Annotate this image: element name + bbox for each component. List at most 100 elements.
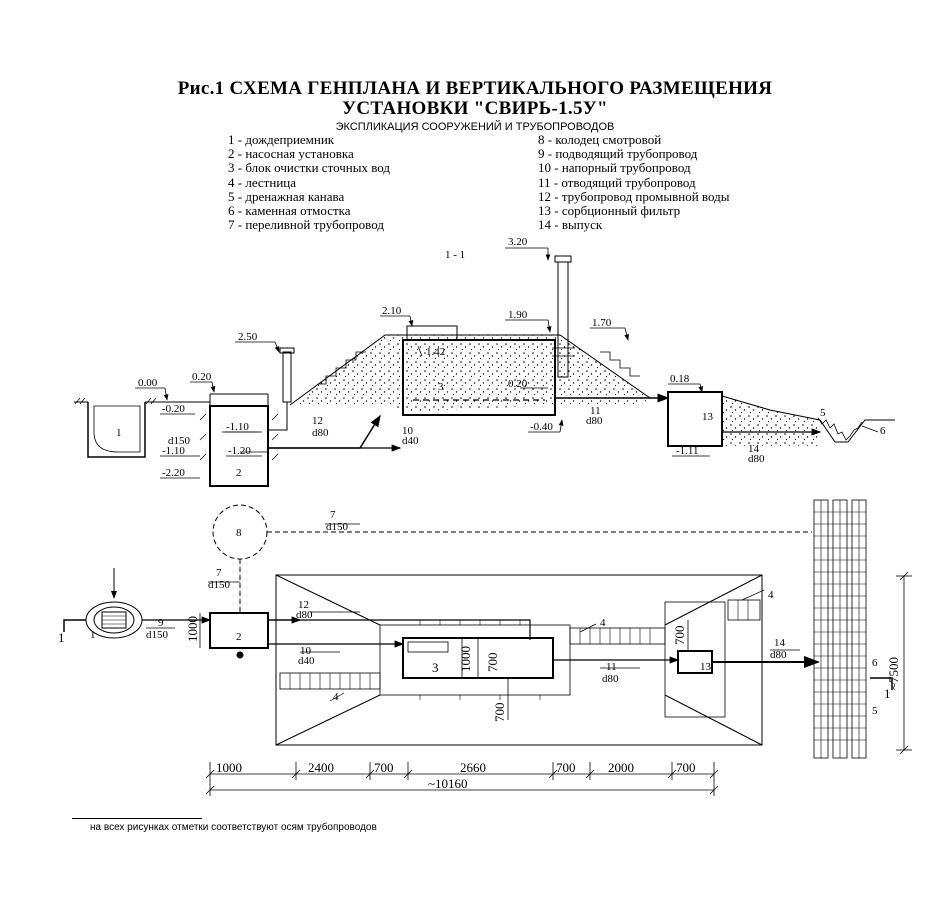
plan-pipe-12: 12 [298,599,309,611]
elev-0-20-pump: 0.20 [192,371,212,383]
plan-cut-left: 1 [58,630,65,645]
legend-item-left-4: 5 - дренажная канава [228,188,345,204]
legend-item-right-2: 10 - напорный трубопровод [538,160,691,176]
section-item-3: 3 [438,381,444,393]
elev-1-70: 1.70 [592,317,612,329]
elev-2-50: 2.50 [238,331,258,343]
plan-pipe-7-left-d: d150 [208,579,231,591]
elev-minus-0-40: -0.40 [530,421,553,433]
plan-dim-bottom-700: 700 [492,703,507,723]
section-item-13: 13 [702,411,714,423]
plan-item-4-left: 4 [333,691,339,703]
sec-pipe-10: 10 [402,425,414,437]
plan-pipe-10: 10 [300,645,312,657]
section-item-6: 6 [880,425,886,437]
legend-item-right-1: 9 - подводящий трубопровод [538,146,698,162]
elev-0-00: 0.00 [138,377,158,389]
plan-item-4-right: 4 [768,589,774,601]
dim-700-a: 700 [374,760,394,775]
plan-pipe-12-d: d80 [296,609,313,621]
legend-item-right-6: 14 - выпуск [538,217,603,233]
sec-pipe-14: 14 [748,443,760,455]
sec-pipe-10-d: d40 [402,435,419,447]
legend-item-left-6: 7 - переливной трубопровод [228,217,384,233]
section-view: 1 - 1 1 2 [74,249,895,487]
legend-item-left-3: 4 - лестница [228,174,297,190]
plan-item-13: 13 [700,661,712,673]
elev-0-18: 0.18 [670,373,690,385]
footnote: на всех рисунках отметки соответствуют о… [90,822,377,833]
bottom-dimension-chain [205,571,912,796]
sec-pipe-14-d: d80 [748,453,765,465]
plan-pipe-7-left: 7 [216,567,222,579]
plan-dim-pump-1000: 1000 [185,616,200,642]
legend-item-right-5: 13 - сорбционный фильтр [538,203,681,219]
plan-dim-block-1000: 1000 [458,646,473,672]
legend-item-left-1: 2 - насосная установка [228,146,354,162]
plan-item-2: 2 [236,631,242,643]
dim-700-c: 700 [676,760,696,775]
dim-2000: 2000 [608,760,634,775]
plan-pipe-11-d: d80 [602,673,619,685]
section-item-2: 2 [236,467,242,479]
plan-pipe-9-d: d150 [146,629,169,641]
dim-2660: 2660 [460,760,486,775]
dim-2400: 2400 [308,760,334,775]
legend-item-left-2: 3 - блок очистки сточных вод [228,160,391,176]
dim-1000: 1000 [216,760,242,775]
elev-1-90: 1.90 [508,309,528,321]
elev-minus-2-20: -2.20 [162,467,185,479]
plan-item-4-middle: 4 [600,617,606,629]
dim-right-total: ~7500 [886,657,901,690]
footnote-rule [72,818,202,819]
dim-total: ~10160 [428,776,468,791]
plan-item-1: 1 [90,629,96,641]
section-elevation-texts: 3.20 2.50 2.10 1.90 1.70 1.42 0.20 0.20 … [138,236,699,479]
legend-item-right-3: 11 - отводящий трубопровод [538,174,696,190]
section-elevation-marks [135,247,710,479]
sec-pipe-d150: d150 [168,435,191,447]
plan-item-6: 6 [872,657,878,669]
elev-minus-1-20: -1.20 [228,445,251,457]
plan-labels: 1 1 1 4 4 4 5 6 7 d150 7 d150 9 d150 12 … [58,509,891,722]
section-label: 1 - 1 [445,249,465,261]
dim-700-b: 700 [556,760,576,775]
drawing-title-line2: УСТАНОВКИ "СВИРЬ-1.5У" [342,98,608,119]
plan-cut-right: 1 [884,686,891,701]
plan-pipe-14-d: d80 [770,649,787,661]
elev-minus-0-20: -0.20 [162,403,185,415]
elev-3-20: 3.20 [508,236,528,248]
plan-pipe-10-d: d40 [298,655,315,667]
plan-dim-filter-700: 700 [672,626,687,646]
elev-2-10: 2.10 [382,305,402,317]
legend-heading: ЭКСПЛИКАЦИЯ СООРУЖЕНИЙ И ТРУБОПРОВОДОВ [335,121,615,133]
sec-pipe-12: 12 [312,415,323,427]
plan-dim-block-700: 700 [485,653,500,673]
elev-minus-1-10-inner: -1.10 [226,421,249,433]
plan-pipe-7-top: 7 [330,509,336,521]
plan-pipe-7-top-d: d150 [326,521,349,533]
plan-pipe-9: 9 [158,617,164,629]
plan-pipe-11: 11 [606,661,617,673]
section-pipe-labels: d150 12 d80 10 d40 11 d80 14 d80 [168,405,765,465]
section-item-5: 5 [820,407,826,419]
elev-0-20-block: 0.20 [508,378,528,390]
legend-item-right-0: 8 - колодец смотровой [538,132,662,147]
section-item-1: 1 [116,427,122,439]
plan-view: 3 13 2 8 [63,499,893,759]
sec-pipe-12-d: d80 [312,427,329,439]
legend-item-right-4: 12 - трубопровод промывной воды [538,188,730,204]
plan-item-8: 8 [236,527,242,539]
plan-item-5: 5 [872,705,878,717]
sec-pipe-11-d: d80 [586,415,603,427]
drawing-title-line1: Рис.1 СХЕМА ГЕНПЛАНА И ВЕРТИКАЛЬНОГО РАЗ… [177,78,773,99]
sec-pipe-11: 11 [590,405,601,417]
plan-inner-dimensions [199,613,689,720]
legend-item-left-5: 6 - каменная отмостка [228,203,351,219]
legend-item-left-0: 1 - дождеприемник [228,132,335,147]
bottom-dimension-texts: 1000 2400 700 2660 700 2000 700 ~10160 ~… [216,657,901,791]
elev-1-42: 1.42 [426,346,445,358]
